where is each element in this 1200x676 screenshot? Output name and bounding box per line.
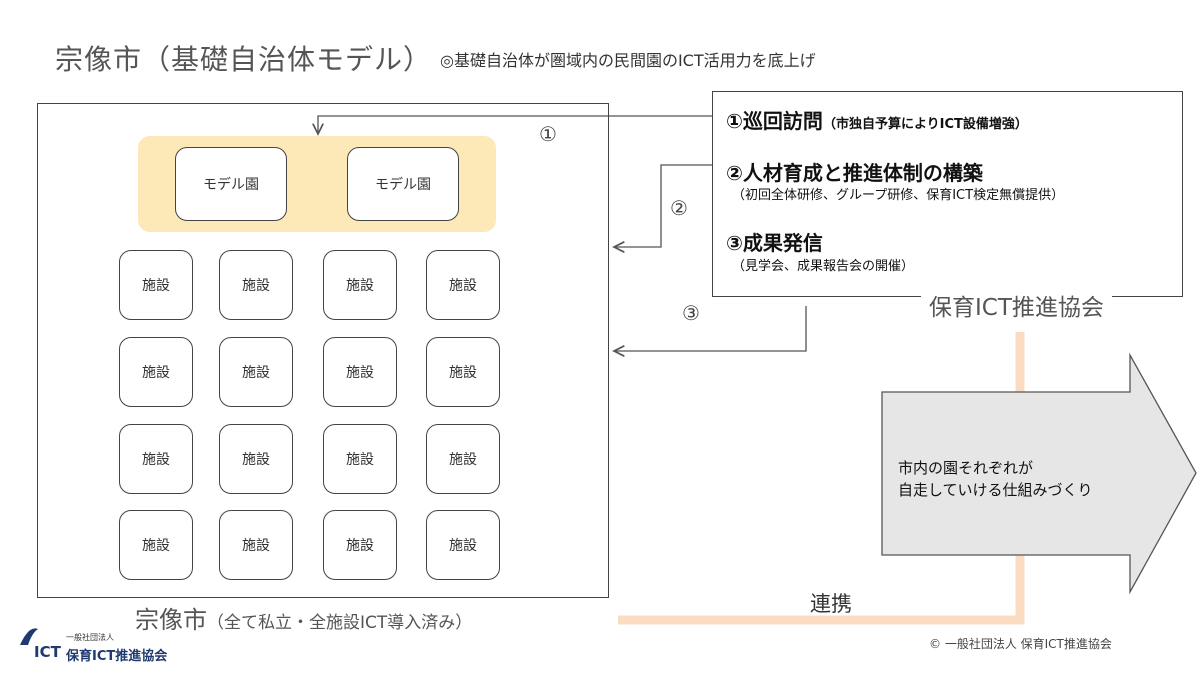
facility-box: 施設 <box>323 337 397 407</box>
copyright-text: © 一般社団法人 保育ICT推進協会 <box>929 637 1112 651</box>
arrow-1 <box>318 115 712 134</box>
facility-box: 施設 <box>219 250 293 320</box>
item-3-heading: ③成果発信 <box>726 231 823 255</box>
page-subtitle: ◎基礎自治体が圏域内の民間園のICT活用力を底上げ <box>440 51 816 70</box>
arrow-3 <box>614 306 807 351</box>
big-arrow-text: 市内の園それぞれが 自走していける仕組みづくり <box>898 457 1093 501</box>
city-label: 宗像市（全て私立・全施設ICT導入済み） <box>135 600 472 635</box>
item-1-heading: ①巡回訪問（市独自予算によりICT設備増強） <box>726 105 1028 134</box>
facility-box: 施設 <box>426 510 500 580</box>
facility-box: 施設 <box>119 424 193 494</box>
item-2-heading: ②人材育成と推進体制の構築 <box>726 161 983 185</box>
arrow-2-number: ② <box>670 196 688 220</box>
city-label-sub: （全て私立・全施設ICT導入済み） <box>207 613 473 633</box>
facility-box: 施設 <box>323 510 397 580</box>
arrow-1-number: ① <box>539 122 557 146</box>
facility-box: 施設 <box>219 424 293 494</box>
item-3-detail: （見学会、成果報告会の開催） <box>732 259 915 274</box>
facility-box: 施設 <box>119 250 193 320</box>
facility-box: 施設 <box>323 424 397 494</box>
logo-mark-icon <box>20 628 38 645</box>
logo-name: 保育ICT推進協会 <box>66 649 168 664</box>
logo-ict: ICT <box>34 643 61 661</box>
facility-box: 施設 <box>323 250 397 320</box>
big-arrow-text-line2: 自走していける仕組みづくり <box>898 481 1093 499</box>
arrow-2 <box>614 164 712 247</box>
city-label-main: 宗像市 <box>135 606 207 634</box>
model-facility: モデル園 <box>347 147 459 221</box>
city-box <box>37 103 609 598</box>
facility-box: 施設 <box>426 250 500 320</box>
logo-org-type: 一般社団法人 <box>66 633 114 642</box>
arrow-3-number: ③ <box>682 301 700 325</box>
facility-box: 施設 <box>426 337 500 407</box>
page-title: 宗像市（基礎自治体モデル） <box>55 43 433 76</box>
model-facility: モデル園 <box>175 147 287 221</box>
facility-box: 施設 <box>119 337 193 407</box>
collaboration-label: 連携 <box>810 592 852 616</box>
item-1-title: ①巡回訪問 <box>726 109 823 133</box>
item-2-detail: （初回全体研修、グループ研修、保育ICT検定無償提供） <box>732 188 1065 203</box>
facility-box: 施設 <box>426 424 500 494</box>
association-name: 保育ICT推進協会 <box>921 288 1112 322</box>
item-1-note: （市独自予算によりICT設備増強） <box>822 117 1028 132</box>
association-box <box>712 91 1183 297</box>
facility-box: 施設 <box>219 510 293 580</box>
facility-box: 施設 <box>219 337 293 407</box>
big-arrow <box>881 352 1197 595</box>
facility-box: 施設 <box>119 510 193 580</box>
big-arrow-text-line1: 市内の園それぞれが <box>898 459 1034 477</box>
